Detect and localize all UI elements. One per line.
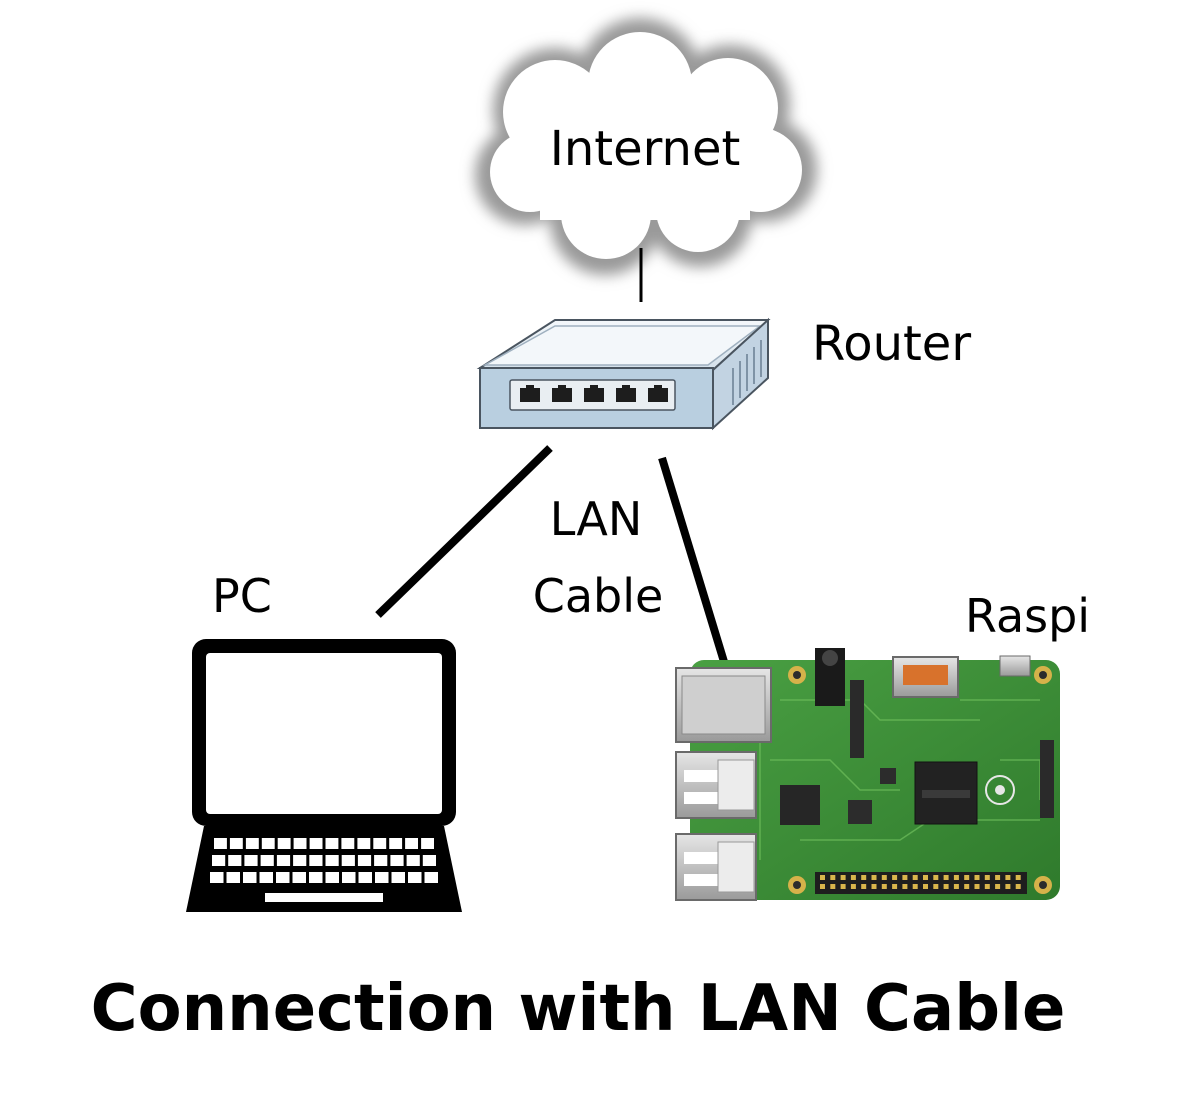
router-label: Router (812, 316, 971, 372)
keyboard-key (373, 838, 387, 849)
gpio-pin (1005, 875, 1011, 880)
keyboard-key (277, 838, 291, 849)
keyboard-key (292, 872, 306, 883)
gpio-pin (943, 875, 949, 880)
gpio-pin (1005, 884, 1011, 889)
gpio-pin (923, 875, 928, 880)
keyboard-key (325, 838, 339, 849)
keyboard-key (226, 872, 240, 883)
keyboard-key (374, 855, 388, 866)
gpio-pin (1015, 884, 1021, 889)
gpio-pin (943, 884, 949, 889)
keyboard-key (421, 838, 434, 849)
gpio-pin (840, 875, 846, 880)
keyboard-key (309, 855, 323, 866)
gpio-pin (820, 875, 825, 880)
gpio-pin (964, 884, 970, 889)
gpio-pin (953, 884, 959, 889)
keyboard-key (391, 872, 405, 883)
keyboard-key (358, 872, 372, 883)
gpio-pin (923, 884, 928, 889)
lan-cable-label-line2: Cable (533, 569, 664, 623)
keyboard-key (406, 855, 420, 866)
keyboard-key (390, 855, 404, 866)
internet-label: Internet (550, 121, 741, 177)
gpio-pin (933, 875, 939, 880)
keyboard-key (245, 838, 259, 849)
gpio-pin (861, 884, 867, 889)
gpio-pin (861, 875, 867, 880)
gpio-pin (974, 884, 980, 889)
gpio-pin (902, 884, 908, 889)
gpio-pin (933, 884, 939, 889)
keyboard-key (261, 838, 275, 849)
gpio-pin (871, 875, 877, 880)
keyboard-key (405, 838, 418, 849)
gpio-pin (974, 875, 980, 880)
laptop-icon (186, 639, 462, 912)
keyboard-key (389, 838, 403, 849)
gpio-pin (840, 884, 846, 889)
keyboard-key (408, 872, 422, 883)
keyboard-key (212, 855, 226, 866)
keyboard-key (341, 838, 355, 849)
gpio-pin (902, 875, 908, 880)
keyboard-key (325, 855, 339, 866)
keyboard-key (309, 872, 323, 883)
keyboard-key (375, 872, 389, 883)
gpio-pin (984, 875, 990, 880)
keyboard-key (229, 838, 243, 849)
keyboard-key (309, 838, 323, 849)
keyboard-key (214, 838, 227, 849)
gpio-pin (830, 875, 836, 880)
raspi-label: Raspi (965, 589, 1090, 643)
lan-cable-raspi (658, 456, 736, 690)
keyboard-key (260, 855, 274, 866)
gpio-pin (892, 875, 898, 880)
gpio-pin (850, 884, 856, 889)
gpio-pin (995, 884, 1001, 889)
gpio-pin (881, 884, 887, 889)
router-icon (476, 317, 771, 431)
keyboard-key (325, 872, 339, 883)
keyboard-key (293, 855, 307, 866)
keyboard-key (357, 855, 372, 866)
gpio-pin (830, 884, 836, 889)
keyboard-key (228, 855, 242, 866)
gpio-pin (984, 884, 990, 889)
keyboard-key (341, 855, 355, 866)
keyboard-key (293, 838, 307, 849)
keyboard-key (243, 872, 257, 883)
keyboard-key (244, 855, 258, 866)
gpio-pin (964, 875, 970, 880)
gpio-pin (995, 875, 1001, 880)
cloud-icon (475, 18, 817, 275)
diagram-title: Connection with LAN Cable (91, 972, 1066, 1046)
keyboard-key (276, 855, 291, 866)
keyboard-key (259, 872, 273, 883)
gpio-pin (850, 875, 856, 880)
gpio-pin (912, 875, 918, 880)
gpio-pin (881, 875, 887, 880)
gpio-pin (820, 884, 825, 889)
gpio-pin (953, 875, 959, 880)
lan-cable-pc (375, 445, 553, 618)
gpio-pin (1015, 875, 1021, 880)
keyboard-key (210, 872, 224, 883)
keyboard-key (357, 838, 371, 849)
gpio-pin (892, 884, 898, 889)
gpio-pin (912, 884, 918, 889)
gpio-pin (871, 884, 877, 889)
raspberry-pi-board-icon (675, 648, 1060, 901)
lan-cable-label-line1: LAN (550, 492, 643, 546)
keyboard-key (276, 872, 290, 883)
pc-label: PC (212, 569, 272, 623)
keyboard-key (424, 872, 438, 883)
keyboard-key (342, 872, 356, 883)
keyboard-key (422, 855, 436, 866)
